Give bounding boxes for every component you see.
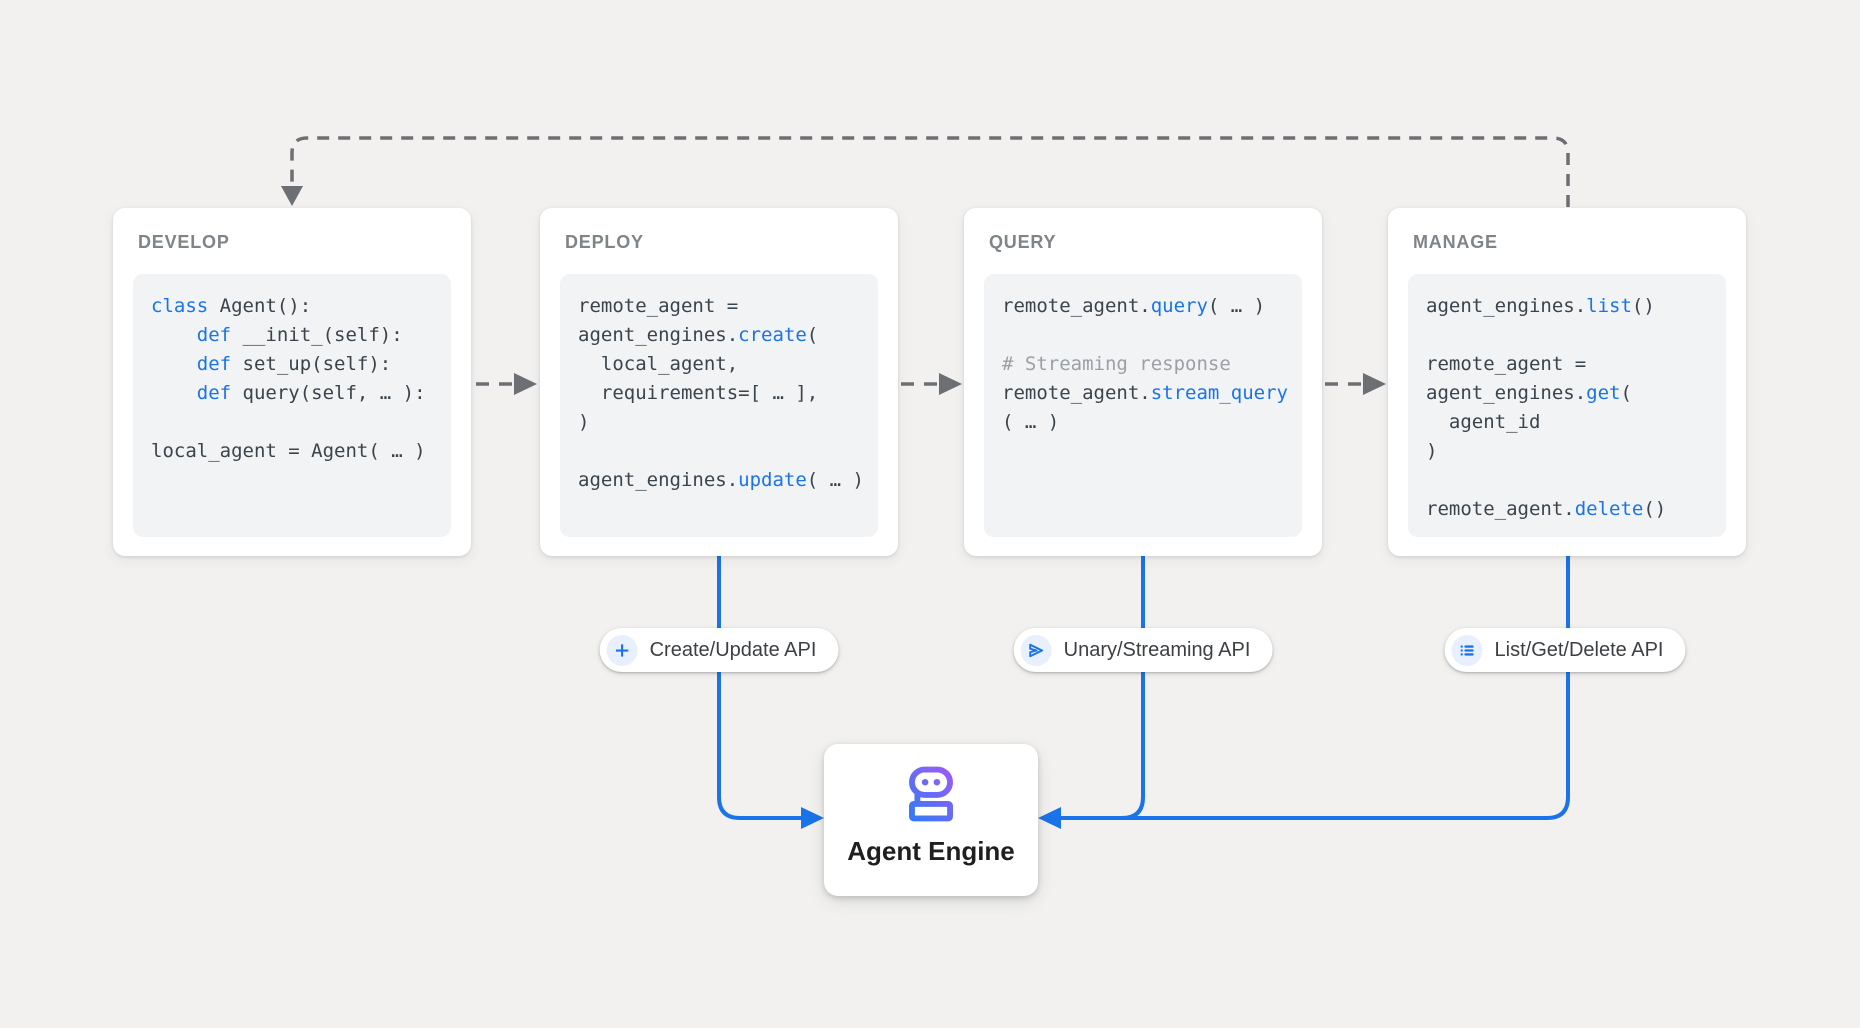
- code-line: class Agent():: [151, 295, 312, 317]
- code-line: remote_agent.delete(): [1426, 498, 1667, 520]
- plus-icon: [606, 634, 638, 666]
- code-line: [1426, 321, 1712, 350]
- pill-label: Unary/Streaming API: [1063, 638, 1251, 661]
- code-line: ( … ): [1002, 411, 1060, 433]
- code-line: [578, 437, 864, 466]
- query-to-engine-line: [1098, 556, 1145, 820]
- code-line: def set_up(self):: [196, 353, 392, 375]
- card-query: QUERY remote_agent.query( … ) # Streamin…: [964, 208, 1322, 556]
- code-line: agent_engines.get(: [1426, 382, 1632, 404]
- card-title: DEPLOY: [565, 232, 644, 252]
- pill-label: List/Get/Delete API: [1494, 638, 1664, 661]
- agent-engine-label: Agent Engine: [847, 836, 1015, 866]
- code-line: [1426, 466, 1712, 495]
- code-line: ): [1426, 440, 1438, 462]
- code-line: local_agent,: [578, 353, 739, 375]
- code-line: local_agent = Agent( … ): [151, 440, 426, 462]
- feedback-loop-dashed-line: [290, 136, 1570, 207]
- pill-unary-streaming-api: Unary/Streaming API: [1013, 628, 1273, 672]
- card-manage: MANAGE agent_engines.list() remote_agent…: [1388, 208, 1746, 556]
- pill-label: Create/Update API: [649, 638, 817, 661]
- develop-to-deploy-arrowhead-icon: [514, 373, 537, 395]
- robot-icon: [909, 766, 953, 822]
- query-to-manage-arrowhead-icon: [1363, 373, 1386, 395]
- code-line: def __init_(self):: [196, 324, 403, 346]
- manage-to-engine-arrowhead-icon: [1038, 807, 1061, 829]
- code-block: remote_agent.query( … ) # Streaming resp…: [984, 274, 1302, 537]
- deploy-to-engine-arrowhead-icon: [801, 807, 824, 829]
- code-line: remote_agent =: [578, 295, 739, 317]
- code-line: [1002, 321, 1288, 350]
- code-line: [151, 408, 437, 437]
- code-line: remote_agent.query( … ): [1002, 295, 1266, 317]
- code-line: ): [578, 411, 590, 433]
- manage-to-engine-line: [1061, 556, 1570, 820]
- code-block: agent_engines.list() remote_agent = agent…: [1408, 274, 1726, 537]
- pill-create-update-api: Create/Update API: [599, 628, 839, 672]
- card-title: QUERY: [989, 232, 1057, 252]
- feedback-loop-arrowhead-icon: [281, 186, 303, 206]
- code-block: remote_agent = agent_engines.create( loca…: [560, 274, 878, 537]
- code-line: def query(self, … ):: [196, 382, 426, 404]
- deploy-to-engine-line: [717, 556, 801, 820]
- code-line: requirements=[ … ],: [578, 382, 819, 404]
- code-block: class Agent(): def __init_(self): def se…: [133, 274, 451, 537]
- card-deploy: DEPLOY remote_agent = agent_engines.creat…: [540, 208, 898, 556]
- deploy-to-query-arrowhead-icon: [939, 373, 962, 395]
- code-line: agent_engines.update( … ): [578, 469, 864, 491]
- agent-engine-box: Agent Engine: [824, 744, 1038, 896]
- code-line: remote_agent.stream_query: [1002, 382, 1288, 404]
- list-icon: [1451, 634, 1483, 666]
- card-title: MANAGE: [1413, 232, 1498, 252]
- pill-list-get-delete-api: List/Get/Delete API: [1444, 628, 1686, 672]
- code-line: agent_engines.create(: [578, 324, 819, 346]
- code-line: agent_engines.list(): [1426, 295, 1655, 317]
- card-develop: DEVELOP class Agent(): def __init_(self)…: [113, 208, 471, 556]
- code-line: # Streaming response: [1002, 353, 1231, 375]
- code-line: remote_agent =: [1426, 353, 1587, 375]
- card-title: DEVELOP: [138, 232, 230, 252]
- send-icon: [1020, 634, 1052, 666]
- code-line: agent_id: [1426, 411, 1541, 433]
